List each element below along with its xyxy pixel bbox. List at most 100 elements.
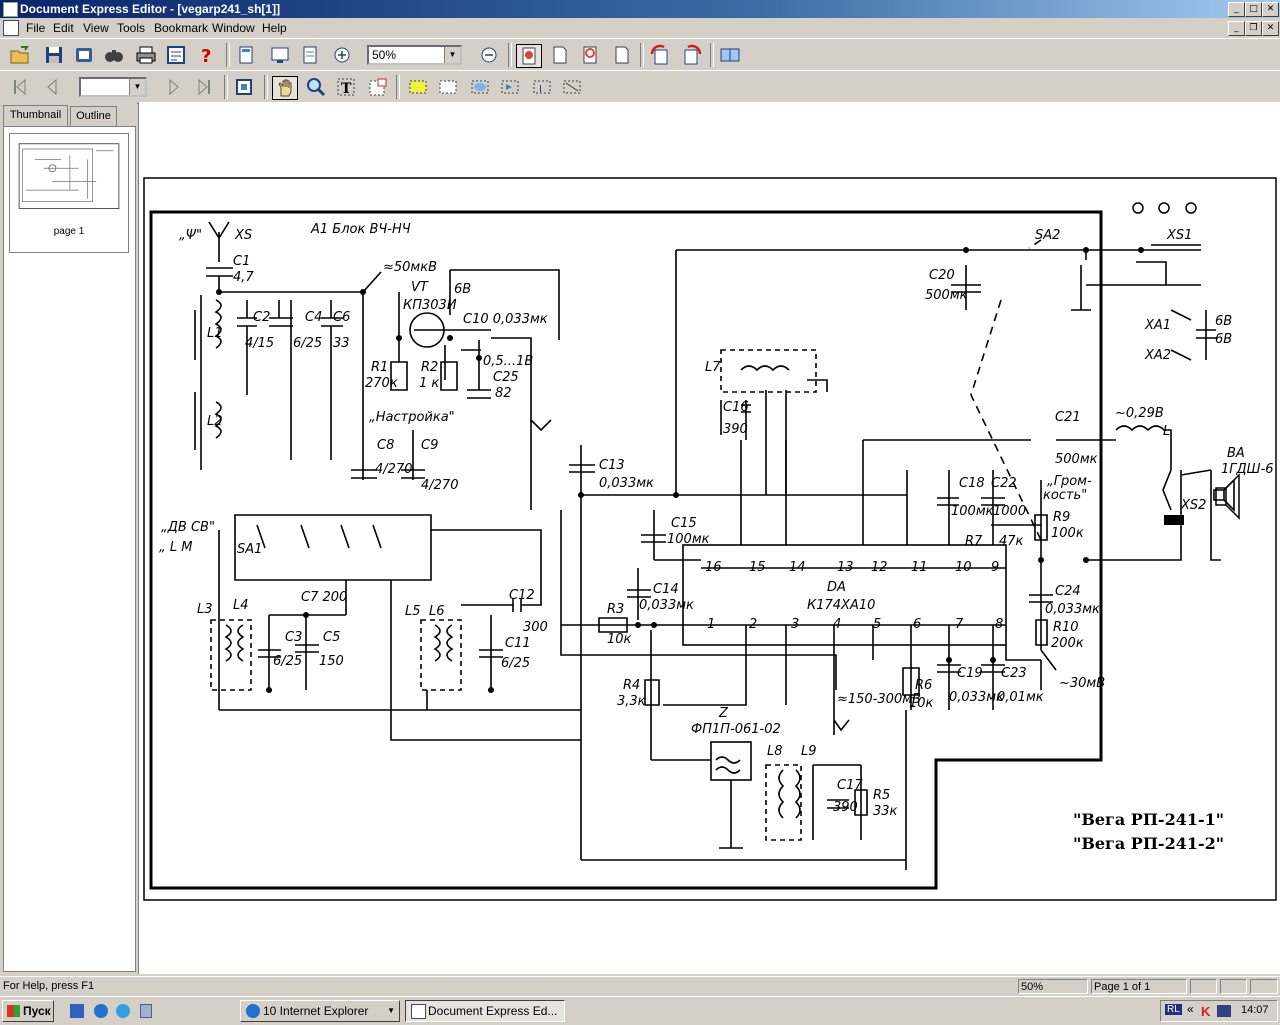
- two-page-icon[interactable]: [718, 44, 742, 66]
- fit-width-icon[interactable]: [298, 44, 322, 66]
- print-icon[interactable]: [134, 44, 158, 66]
- page-note-icon[interactable]: [548, 44, 572, 66]
- task-label: 10 Internet Explorer: [263, 1004, 369, 1018]
- zoom-value: 50%: [372, 48, 397, 62]
- zoom-tool-icon[interactable]: [304, 76, 328, 98]
- help-icon[interactable]: ?: [194, 44, 218, 66]
- text-box-icon[interactable]: I: [530, 76, 554, 98]
- first-page-icon[interactable]: [8, 76, 32, 98]
- start-button[interactable]: Пуск: [2, 1000, 54, 1022]
- snapshot-icon[interactable]: [366, 76, 390, 98]
- find-icon[interactable]: [102, 44, 126, 66]
- network-icon[interactable]: [1217, 1005, 1231, 1017]
- ellipse-icon[interactable]: [468, 76, 492, 98]
- save-icon[interactable]: [42, 44, 66, 66]
- app-icon[interactable]: [3, 2, 18, 17]
- last-page-icon[interactable]: [192, 76, 216, 98]
- single-page-icon[interactable]: [234, 44, 258, 66]
- schematic-label-r5v: 33к: [873, 804, 898, 819]
- close-button[interactable]: ✕: [1262, 2, 1279, 17]
- blank-page-icon[interactable]: [610, 44, 634, 66]
- fit-page-icon[interactable]: [268, 44, 292, 66]
- menu-window[interactable]: Window: [212, 21, 255, 35]
- language-indicator[interactable]: RL: [1165, 1004, 1182, 1015]
- schematic-label-c18v: 100мк: [951, 504, 994, 519]
- view-icon[interactable]: [232, 76, 256, 98]
- schematic-label-c4v: 6/25: [293, 336, 323, 351]
- schematic-label-ll: L: [1163, 424, 1171, 439]
- minimize-button[interactable]: _: [1228, 2, 1245, 17]
- menu-help[interactable]: Help: [262, 21, 287, 35]
- schematic-label-c21: C21: [1055, 410, 1081, 425]
- menu-view[interactable]: View: [83, 21, 109, 35]
- open-icon[interactable]: [8, 44, 32, 66]
- rotate-left-icon[interactable]: [648, 44, 672, 66]
- arrow-shape-icon[interactable]: [498, 76, 522, 98]
- highlight-icon[interactable]: [406, 76, 430, 98]
- task-document-express[interactable]: Document Express Ed...: [405, 1000, 565, 1022]
- schematic-label-r9: R9: [1053, 510, 1071, 525]
- chevron-down-icon[interactable]: ▼: [129, 79, 145, 95]
- menu-bar: File Edit View Tools Bookmark Window Hel…: [0, 18, 1280, 38]
- prev-page-icon[interactable]: [40, 76, 64, 98]
- schematic-label-r10: R10: [1053, 620, 1079, 635]
- rotate-right-icon[interactable]: [680, 44, 704, 66]
- maximize-button[interactable]: □: [1245, 2, 1262, 17]
- scan-icon[interactable]: [72, 44, 96, 66]
- line-icon[interactable]: [560, 76, 584, 98]
- schematic-label-p9: 9: [991, 560, 1000, 575]
- schematic-label-l8: L8: [767, 744, 783, 759]
- rectangle-icon[interactable]: [436, 76, 460, 98]
- schematic-label-p2: 2: [749, 617, 758, 632]
- tab-outline[interactable]: Outline: [70, 106, 117, 126]
- menu-edit[interactable]: Edit: [53, 21, 74, 35]
- desktop-icon[interactable]: [70, 1004, 84, 1018]
- model-title-1: "Вега РП-241-1": [1073, 810, 1225, 829]
- properties-icon[interactable]: [164, 44, 188, 66]
- notepad-icon[interactable]: [140, 1004, 152, 1018]
- schematic-label-r10v: 200к: [1051, 636, 1084, 651]
- kaspersky-icon[interactable]: K: [1201, 1004, 1211, 1019]
- side-panel: Thumbnail Outline page 1: [0, 102, 137, 974]
- doc-minimize-button[interactable]: _: [1228, 21, 1245, 36]
- tray-expand-icon[interactable]: «: [1187, 1002, 1194, 1016]
- schematic-label-l7: L7: [705, 360, 721, 375]
- page-number-combo[interactable]: ▼: [79, 77, 147, 97]
- zoom-out-icon[interactable]: [477, 44, 501, 66]
- model-title-2: "Вега РП-241-2": [1073, 834, 1225, 853]
- chevron-down-icon: ▼: [387, 1006, 395, 1015]
- zoom-in-icon[interactable]: [330, 44, 354, 66]
- doc-close-button[interactable]: ✕: [1262, 21, 1279, 36]
- task-internet-explorer[interactable]: 10 Internet Explorer ▼: [240, 1000, 400, 1022]
- ie-icon[interactable]: [94, 1004, 108, 1018]
- schematic-label-c15v: 100мк: [667, 532, 710, 547]
- text-select-icon[interactable]: T: [334, 76, 358, 98]
- stamp-icon[interactable]: [578, 44, 602, 66]
- zoom-combo[interactable]: 50% ▼: [367, 45, 462, 65]
- document-icon[interactable]: [3, 20, 19, 36]
- hand-tool-icon[interactable]: [272, 76, 298, 100]
- schematic-label-c19: C19: [957, 666, 983, 681]
- browser-icon[interactable]: [116, 1004, 130, 1018]
- chevron-down-icon[interactable]: ▼: [444, 47, 460, 63]
- thumbnail-page-1[interactable]: page 1: [9, 133, 129, 253]
- schematic-label-xa2: XA2: [1145, 348, 1172, 363]
- menu-bookmark[interactable]: Bookmark: [154, 21, 209, 35]
- menu-tools[interactable]: Tools: [117, 21, 146, 35]
- navigation-toolbar: ▼ T I: [0, 70, 1280, 104]
- schematic-label-c7: C7 200: [301, 590, 348, 605]
- tab-thumbnail[interactable]: Thumbnail: [3, 105, 68, 127]
- schematic-label-r4: R4: [623, 678, 641, 693]
- menu-file[interactable]: File: [26, 21, 46, 35]
- next-page-icon[interactable]: [162, 76, 186, 98]
- annotation-icon[interactable]: [516, 44, 542, 68]
- status-bar: For Help, press F1 50% Page 1 of 1: [0, 976, 1280, 997]
- schematic-label-bav: 1ГДШ-6: [1221, 462, 1274, 477]
- doc-restore-button[interactable]: ❐: [1245, 21, 1262, 36]
- schematic-label-c16: C16: [723, 400, 749, 415]
- schematic-label-r3: R3: [607, 602, 625, 617]
- schematic-label-p7: 7: [955, 617, 964, 632]
- schematic-label-c8v: 4/270: [375, 462, 413, 477]
- schematic-label-sa1: SA1: [237, 542, 263, 557]
